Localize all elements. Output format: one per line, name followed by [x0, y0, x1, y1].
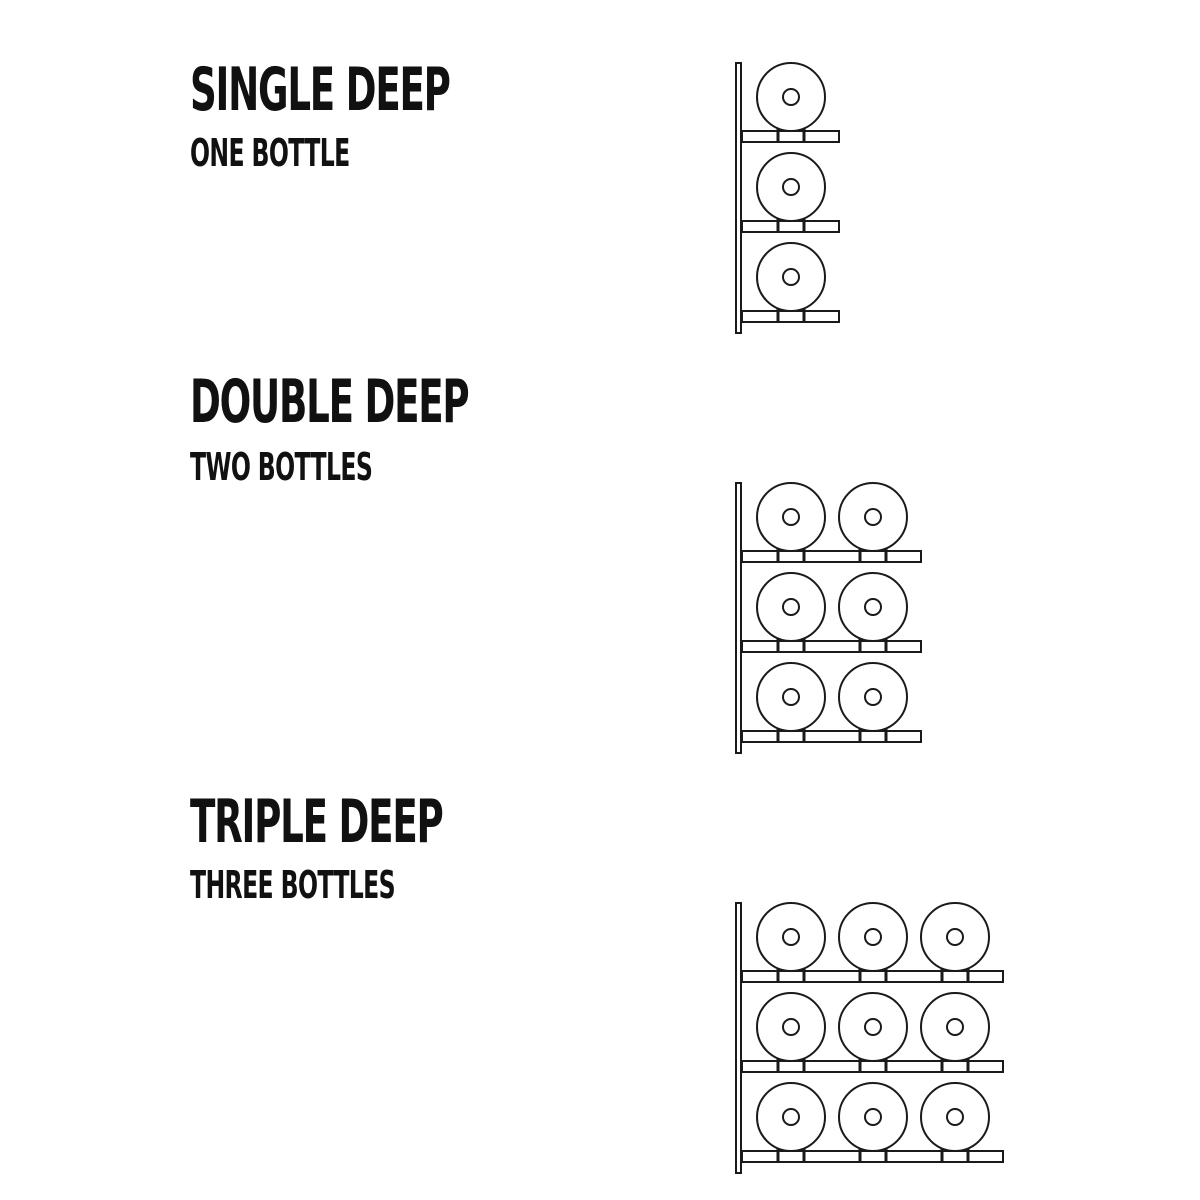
bottle-end-icon	[756, 992, 826, 1072]
shelf-rail	[741, 550, 922, 563]
double-deep-subtitle: TWO BOTTLES	[190, 445, 373, 489]
bottle-end-icon	[920, 992, 990, 1072]
double-deep-title: DOUBLE DEEP	[190, 367, 470, 437]
single-deep-rack-diagram	[735, 62, 840, 334]
bottle-end-icon	[920, 1082, 990, 1162]
shelf-rail	[741, 1150, 1004, 1163]
shelf-rail	[741, 310, 840, 323]
shelf-rail	[741, 640, 922, 653]
shelf-rail	[741, 130, 840, 143]
bottle-end-icon	[756, 152, 826, 232]
triple-deep-rack-diagram	[735, 902, 1004, 1174]
bottle-end-icon	[838, 992, 908, 1072]
shelf-rail	[741, 1060, 1004, 1073]
bottle-end-icon	[920, 902, 990, 982]
bottle-end-icon	[756, 662, 826, 742]
bottle-end-icon	[756, 1082, 826, 1162]
bottle-end-icon	[756, 572, 826, 652]
bottle-end-icon	[838, 662, 908, 742]
single-deep-subtitle: ONE BOTTLE	[190, 131, 350, 175]
wall-plate	[735, 62, 742, 334]
bottle-end-icon	[838, 482, 908, 562]
bottle-end-icon	[838, 1082, 908, 1162]
wall-plate	[735, 902, 742, 1174]
double-deep-rack-diagram	[735, 482, 922, 754]
bottle-end-icon	[756, 902, 826, 982]
triple-deep-title: TRIPLE DEEP	[190, 787, 444, 857]
shelf-rail	[741, 970, 1004, 983]
bottle-end-icon	[756, 62, 826, 142]
shelf-rail	[741, 220, 840, 233]
bottle-end-icon	[756, 242, 826, 322]
bottle-end-icon	[838, 572, 908, 652]
wall-plate	[735, 482, 742, 754]
single-deep-title: SINGLE DEEP	[190, 55, 451, 125]
triple-deep-subtitle: THREE BOTTLES	[190, 863, 396, 907]
bottle-end-icon	[756, 482, 826, 562]
bottle-end-icon	[838, 902, 908, 982]
shelf-rail	[741, 730, 922, 743]
